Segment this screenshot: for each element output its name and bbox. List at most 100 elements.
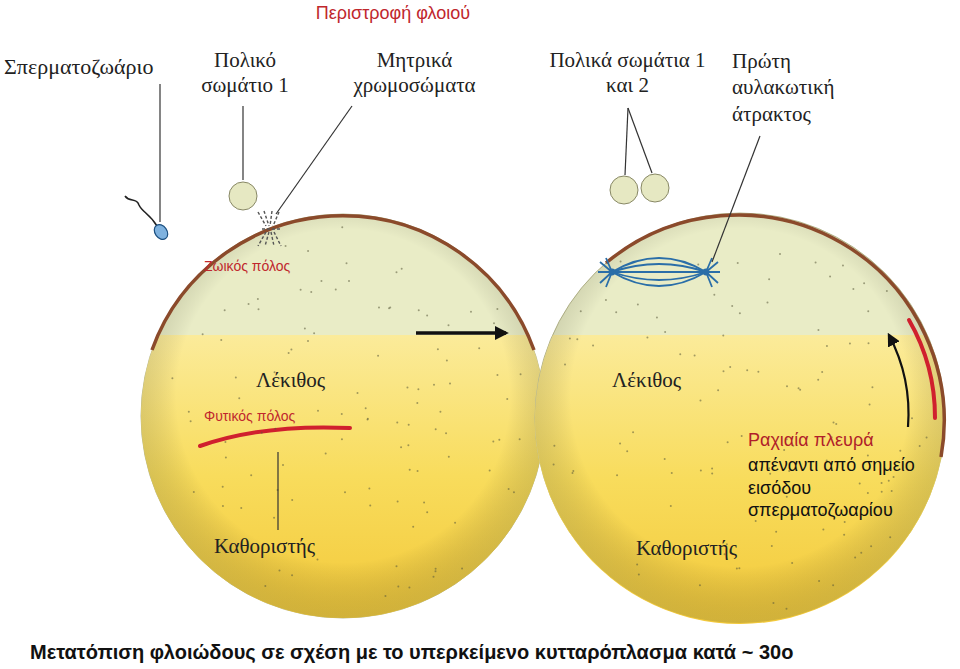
speckle bbox=[893, 476, 895, 478]
speckle bbox=[822, 528, 824, 530]
speckle bbox=[291, 574, 293, 576]
speckle bbox=[449, 383, 451, 385]
speckle bbox=[722, 335, 724, 337]
speckle bbox=[772, 602, 774, 604]
speckle bbox=[615, 311, 617, 313]
speckle bbox=[506, 398, 508, 400]
speckle bbox=[755, 520, 757, 522]
speckle bbox=[779, 253, 781, 255]
speckle bbox=[273, 517, 275, 519]
label-sperm: Σπερματοζωάριο bbox=[4, 54, 194, 80]
speckle bbox=[871, 386, 873, 388]
speckle bbox=[798, 387, 800, 389]
speckle bbox=[341, 226, 343, 228]
speckle bbox=[553, 445, 555, 447]
egg-left bbox=[141, 214, 545, 618]
speckle bbox=[711, 467, 713, 469]
speckle bbox=[768, 278, 770, 280]
label-vegetal-pole: Φυτικός πόλος bbox=[204, 408, 364, 425]
speckle bbox=[829, 275, 831, 277]
speckle bbox=[290, 348, 292, 350]
speckle bbox=[571, 472, 573, 474]
speckle bbox=[368, 487, 370, 489]
speckle bbox=[699, 400, 701, 402]
speckle bbox=[433, 576, 435, 578]
speckle bbox=[313, 332, 315, 334]
speckle bbox=[670, 505, 672, 507]
speckle bbox=[377, 355, 379, 357]
speckle bbox=[605, 299, 607, 301]
sperm bbox=[125, 196, 171, 242]
speckle bbox=[400, 446, 402, 448]
speckle bbox=[446, 359, 448, 361]
speckle bbox=[513, 491, 515, 493]
speckle bbox=[423, 501, 425, 503]
speckle bbox=[637, 303, 639, 305]
speckle bbox=[396, 422, 398, 424]
speckle bbox=[626, 450, 628, 452]
transition-arrow bbox=[416, 331, 506, 335]
label-yolk: Λέκιθος bbox=[612, 368, 732, 393]
speckle bbox=[863, 282, 865, 284]
label-dorsal-side: Ραχιαία πλευρά bbox=[748, 430, 956, 452]
figure-caption: Μετατόπιση φλοιώδους σε σχέση με το υπερ… bbox=[30, 641, 793, 664]
speckle bbox=[264, 585, 266, 587]
speckle bbox=[881, 491, 883, 493]
speckle bbox=[869, 403, 871, 405]
speckle bbox=[508, 488, 510, 490]
speckle bbox=[225, 456, 227, 458]
label-determinant: Καθοριστής bbox=[214, 534, 374, 559]
speckle bbox=[700, 470, 702, 472]
speckle bbox=[417, 470, 419, 472]
speckle bbox=[261, 432, 263, 434]
speckle bbox=[435, 570, 437, 572]
speckle bbox=[310, 291, 312, 293]
speckle bbox=[258, 308, 260, 310]
speckle bbox=[384, 595, 386, 597]
speckle bbox=[316, 558, 318, 560]
speckle bbox=[222, 505, 224, 507]
speckle bbox=[519, 438, 521, 440]
speckle bbox=[496, 308, 498, 310]
speckle bbox=[891, 490, 893, 492]
speckle bbox=[409, 469, 411, 471]
speckle bbox=[564, 363, 566, 365]
speckle bbox=[447, 324, 449, 326]
speckle bbox=[307, 250, 309, 252]
speckle bbox=[722, 370, 724, 372]
speckle bbox=[365, 407, 367, 409]
speckle bbox=[344, 491, 346, 493]
speckle bbox=[620, 261, 622, 263]
speckle bbox=[202, 333, 204, 335]
polar-body bbox=[641, 174, 669, 202]
speckle bbox=[576, 338, 578, 340]
speckle bbox=[416, 402, 418, 404]
speckle bbox=[304, 328, 306, 330]
speckle bbox=[553, 463, 555, 465]
speckle bbox=[785, 608, 787, 610]
speckle bbox=[188, 411, 190, 413]
speckle bbox=[786, 385, 788, 387]
speckle bbox=[496, 374, 498, 376]
speckle bbox=[852, 288, 854, 290]
speckle bbox=[461, 568, 463, 570]
speckle bbox=[454, 522, 456, 524]
speckle bbox=[478, 347, 480, 349]
speckle bbox=[278, 570, 280, 572]
speckle bbox=[395, 565, 397, 567]
speckle bbox=[859, 482, 861, 484]
speckle bbox=[240, 507, 242, 509]
speckle bbox=[711, 472, 713, 474]
speckle bbox=[817, 379, 819, 381]
speckle bbox=[889, 536, 891, 538]
speckle bbox=[220, 339, 222, 341]
speckle bbox=[412, 526, 414, 528]
speckle bbox=[886, 290, 888, 292]
speckle bbox=[489, 470, 491, 472]
speckle bbox=[341, 438, 343, 440]
speckle bbox=[274, 428, 276, 430]
speckle bbox=[470, 311, 472, 313]
speckle bbox=[222, 486, 224, 488]
